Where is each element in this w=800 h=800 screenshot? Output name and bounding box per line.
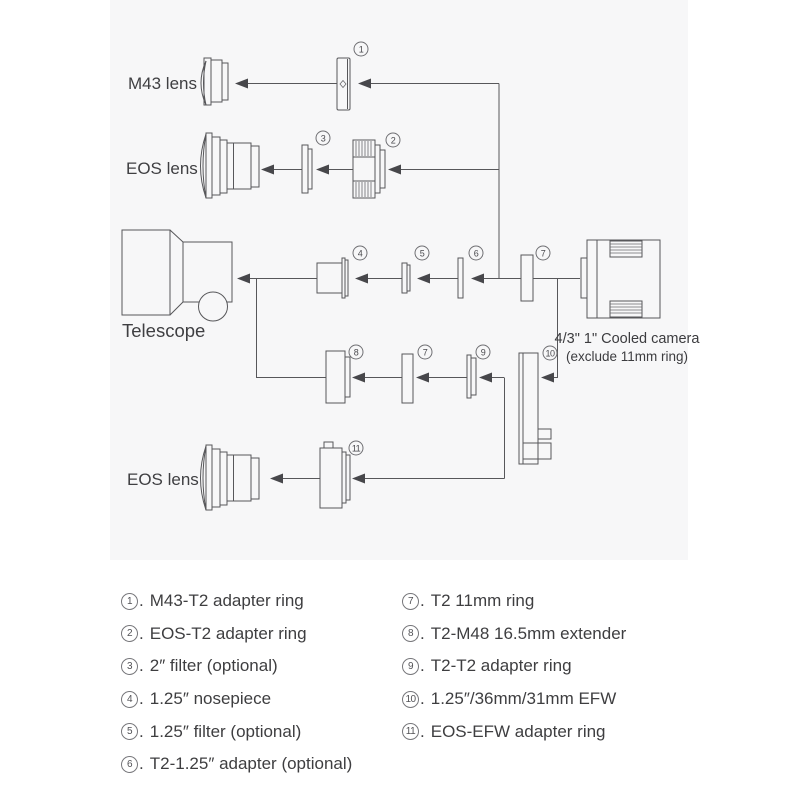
direction-arrows bbox=[235, 78, 554, 484]
legend-item-5: 5.1.25″ filter (optional) bbox=[121, 715, 352, 748]
t2-11mm-ring-efw bbox=[401, 353, 414, 404]
badge-8: 8 bbox=[348, 344, 364, 360]
legend-item-9: 9.T2-T2 adapter ring bbox=[402, 650, 626, 683]
t2-m48-extender bbox=[325, 350, 351, 404]
legend-num-7: 7 bbox=[402, 592, 419, 610]
badge-7-main: 7 bbox=[535, 245, 551, 261]
legend-label-3: 2″ filter (optional) bbox=[149, 656, 278, 676]
badge-1: 1 bbox=[353, 41, 369, 57]
filter-2in bbox=[301, 144, 313, 194]
legend-item-11: 11.EOS-EFW adapter ring bbox=[402, 715, 626, 748]
badge-11: 11 bbox=[348, 440, 364, 456]
filter-125 bbox=[401, 262, 411, 294]
legend-item-2: 2.EOS-T2 adapter ring bbox=[121, 618, 352, 651]
camera-label-line2: (exclude 11mm ring) bbox=[565, 349, 689, 364]
legend-item-1: 1.M43-T2 adapter ring bbox=[121, 585, 352, 618]
legend-num-6: 6 bbox=[121, 755, 138, 773]
legend-label-10: 1.25″/36mm/31mm EFW bbox=[430, 689, 617, 709]
cooled-camera bbox=[580, 239, 661, 319]
legend-item-7: 7.T2 11mm ring bbox=[402, 585, 626, 618]
connection-diagram bbox=[121, 57, 661, 511]
legend-left-column: 1.M43-T2 adapter ring 2.EOS-T2 adapter r… bbox=[121, 585, 352, 781]
camera-label: 4/3" 1" Cooled camera (exclude 11mm ring… bbox=[552, 330, 702, 366]
legend-item-10: 10.1.25″/36mm/31mm EFW bbox=[402, 683, 626, 716]
telescope bbox=[121, 229, 233, 322]
m43-t2-ring bbox=[336, 57, 351, 111]
legend-label-7: T2 11mm ring bbox=[430, 591, 535, 611]
eos-lens-bottom-label: EOS lens bbox=[127, 470, 199, 489]
m43-lens bbox=[200, 57, 229, 106]
legend-label-9: T2-T2 adapter ring bbox=[430, 656, 572, 676]
badge-9: 9 bbox=[475, 344, 491, 360]
eos-efw-adapter bbox=[319, 441, 351, 509]
t2-11mm-ring-main bbox=[520, 254, 534, 302]
legend-label-6: T2-1.25″ adapter (optional) bbox=[149, 754, 353, 774]
badge-7-efw: 7 bbox=[417, 344, 433, 360]
legend-label-5: 1.25″ filter (optional) bbox=[149, 721, 302, 741]
eos-lens-top bbox=[200, 132, 260, 199]
legend-label-11: EOS-EFW adapter ring bbox=[430, 721, 606, 741]
t2-t2-ring bbox=[466, 354, 477, 399]
eos-t2-adapter bbox=[352, 139, 386, 199]
eos-lens-top-label: EOS lens bbox=[126, 159, 198, 178]
legend-item-4: 4.1.25″ nosepiece bbox=[121, 683, 352, 716]
legend-num-4: 4 bbox=[121, 690, 138, 708]
badge-6: 6 bbox=[468, 245, 484, 261]
legend-num-11: 11 bbox=[402, 723, 419, 741]
badge-2: 2 bbox=[385, 132, 401, 148]
legend-right-column: 7.T2 11mm ring 8.T2-M48 16.5mm extender … bbox=[402, 585, 626, 748]
legend-label-1: M43-T2 adapter ring bbox=[149, 591, 304, 611]
badge-10: 10 bbox=[542, 345, 558, 361]
eos-lens-bottom bbox=[200, 444, 260, 511]
legend-label-2: EOS-T2 adapter ring bbox=[149, 623, 307, 643]
badge-3: 3 bbox=[315, 130, 331, 146]
telescope-label: Telescope bbox=[122, 320, 206, 341]
badge-5: 5 bbox=[414, 245, 430, 261]
legend-num-8: 8 bbox=[402, 625, 419, 643]
legend-item-3: 3.2″ filter (optional) bbox=[121, 650, 352, 683]
legend-num-10: 10 bbox=[402, 690, 419, 708]
legend-item-6: 6.T2-1.25″ adapter (optional) bbox=[121, 748, 352, 781]
connection-lines bbox=[248, 83, 580, 479]
legend-num-1: 1 bbox=[121, 592, 138, 610]
t2-125-adapter bbox=[457, 257, 464, 299]
legend-num-9: 9 bbox=[402, 657, 419, 675]
legend-num-3: 3 bbox=[121, 657, 138, 675]
nosepiece-125 bbox=[316, 257, 349, 299]
m43-lens-label: M43 lens bbox=[128, 74, 197, 93]
legend-label-8: T2-M48 16.5mm extender bbox=[430, 623, 627, 643]
efw bbox=[518, 352, 552, 465]
legend-num-2: 2 bbox=[121, 625, 138, 643]
legend-item-8: 8.T2-M48 16.5mm extender bbox=[402, 618, 626, 651]
legend-label-4: 1.25″ nosepiece bbox=[149, 689, 272, 709]
camera-label-line1: 4/3" 1" Cooled camera bbox=[554, 331, 700, 347]
badge-4: 4 bbox=[352, 245, 368, 261]
legend-num-5: 5 bbox=[121, 723, 138, 741]
